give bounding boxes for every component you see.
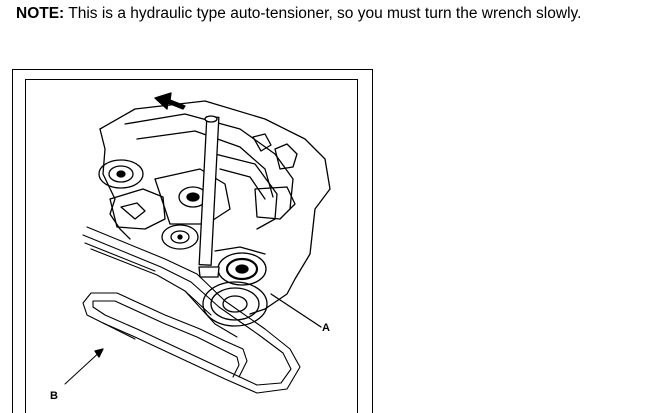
engine-belt-illustration (64, 92, 331, 394)
center-bracket (154, 168, 296, 225)
upper-pulley-left (98, 159, 144, 189)
callout-leader-a (270, 293, 322, 328)
callout-label-b: B (50, 390, 58, 402)
crank-pulley (202, 281, 268, 327)
wrench-bar (198, 115, 220, 278)
note-text: This is a hydraulic type auto-tensioner,… (64, 5, 582, 22)
bracket-left (109, 188, 166, 230)
rotation-arrow (154, 92, 186, 110)
callout-leader-b (64, 348, 104, 385)
tensioner-pulley (214, 246, 267, 286)
note-paragraph: NOTE: This is a hydraulic type auto-tens… (16, 4, 581, 24)
callout-label-a: A (322, 322, 330, 334)
note-label: NOTE: (16, 5, 65, 22)
engine-block (99, 100, 331, 315)
idler-pulley (161, 224, 199, 250)
drive-belt (82, 226, 301, 394)
figure-inner-frame (25, 79, 358, 413)
figure-outer-frame (12, 69, 373, 413)
